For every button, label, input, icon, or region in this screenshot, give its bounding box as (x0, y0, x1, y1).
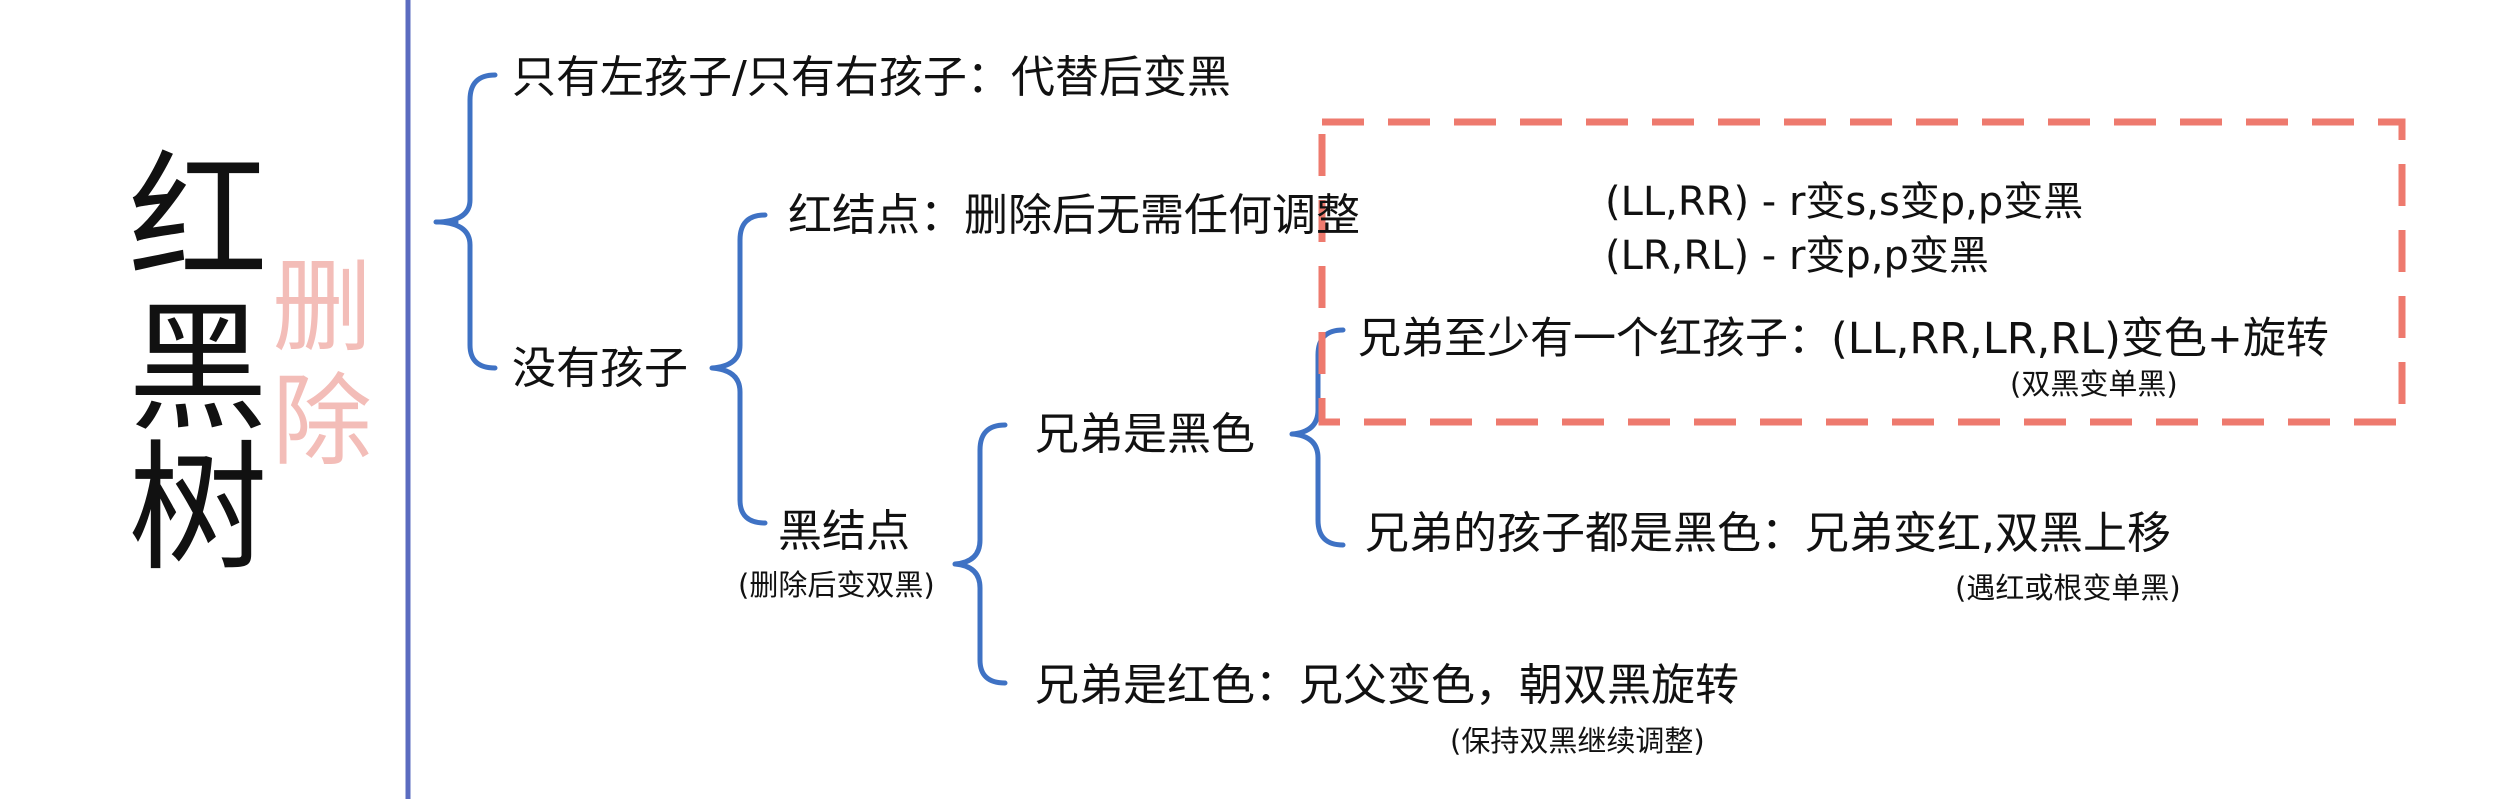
subtitle-char-2: 除 (272, 363, 372, 480)
node-sibling-black: 兄弟是黑色 (1035, 409, 1255, 460)
node-no-children: 没有孩子 (512, 343, 688, 394)
node-sibling-children-black: 兄弟的孩子都是黑色：兄弟变红,双黑上移 (1365, 508, 2171, 559)
title-char-2: 黑 (128, 288, 269, 451)
subtitle-char-1: 删 (272, 249, 372, 366)
case-lr-rl: (LR,RL) - r变p,p变黑 (1605, 233, 1989, 279)
node-red: 红结点：删除后无需任何调整 (788, 190, 1360, 241)
title-char-3: 树 (128, 428, 269, 591)
case-ll-rr: (LL,RR) - r变s,s变p,p变黑 (1605, 179, 2084, 225)
node-sibling-has-red-note: (双黑变单黑) (2010, 367, 2178, 401)
node-black: 黑结点 (778, 506, 910, 557)
node-black-note: (删除后变双黑) (738, 568, 935, 602)
bracket-black-node (952, 422, 1008, 686)
node-sibling-red-note: (保持双黑继续调整) (1450, 724, 1705, 758)
bracket-sibling-black (1289, 327, 1346, 548)
highlight-dashed-box (1318, 118, 2406, 426)
title-char-1: 红 (128, 138, 269, 301)
bracket-no-children (709, 212, 768, 526)
node-sibling-children-black-note: (遇红或根变单黑) (1955, 571, 2181, 605)
node-sibling-red: 兄弟是红色：兄父变色，朝双黑旋转 (1035, 660, 1739, 711)
node-sibling-has-red: 兄弟至少有一个红孩子：(LL,RR,LR,RL)变色+旋转 (1358, 314, 2329, 364)
node-only-one-child: 只有左孩子/只有右孩子：代替后变黑 (512, 52, 1231, 103)
